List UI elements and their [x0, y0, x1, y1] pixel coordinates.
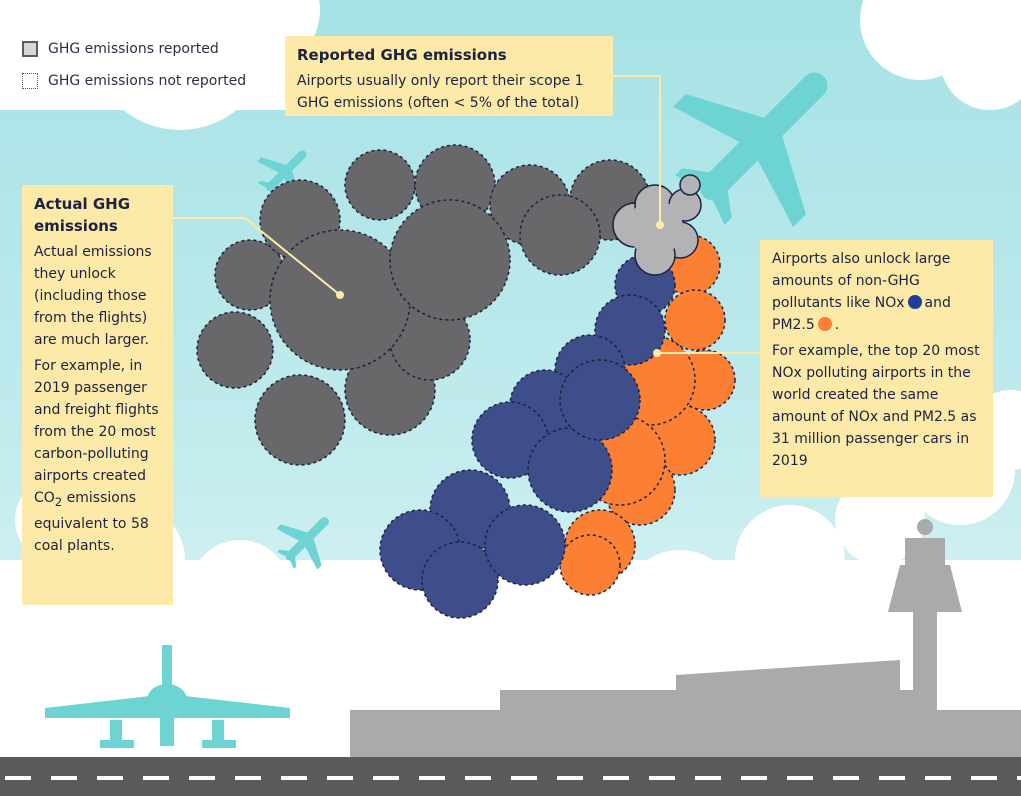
runway-dash: [557, 776, 583, 780]
runway-dash: [511, 776, 537, 780]
runway-dash: [879, 776, 905, 780]
legend-item-not-reported: GHG emissions not reported: [22, 65, 246, 97]
runway-dash: [971, 776, 997, 780]
runway-dash: [787, 776, 813, 780]
unreported-ghg-cloud: [196, 144, 651, 466]
runway-dash: [327, 776, 353, 780]
subscript: 2: [54, 494, 63, 509]
runway-dash: [833, 776, 859, 780]
callout-text: Airports also unlock large amounts of no…: [772, 248, 981, 336]
runway-dash: [5, 776, 31, 780]
runway-dash: [741, 776, 767, 780]
runway-markings: [5, 776, 1021, 780]
legend: GHG emissions reported GHG emissions not…: [22, 33, 246, 97]
runway-dash: [925, 776, 951, 780]
actual-emissions-callout: Actual GHG emissions Actual emissions th…: [22, 185, 173, 605]
nox-dot-icon: [907, 295, 922, 309]
connector-dots: [336, 221, 664, 357]
runway-dash: [465, 776, 491, 780]
legend-label: GHG emissions not reported: [48, 73, 247, 89]
text-part: For example, in 2019 passenger and freig…: [34, 358, 159, 506]
terminal-building: [350, 519, 1021, 760]
front-airplane-icon: [45, 645, 290, 748]
pm25-dot-icon: [817, 317, 832, 331]
control-tower: [913, 610, 937, 760]
runway-dash: [281, 776, 307, 780]
legend-label: GHG emissions reported: [48, 41, 219, 57]
runway-dash: [51, 776, 77, 780]
reported-emissions-callout: Reported GHG emissions Airports usually …: [285, 36, 613, 116]
airplane-icon: [45, 72, 828, 748]
runway-dash: [97, 776, 123, 780]
callout-title: Actual GHG emissions: [34, 195, 131, 235]
emission-clouds: [196, 144, 736, 619]
runway-dash: [235, 776, 261, 780]
runway-dash: [143, 776, 169, 780]
runway-dash: [649, 776, 675, 780]
callout-example-text: For example, the top 20 most NOx polluti…: [772, 343, 980, 469]
callout-text: Actual emissions they unlock (including …: [34, 244, 152, 348]
runway-dash: [419, 776, 445, 780]
not-reported-swatch-icon: [22, 73, 38, 89]
callout-title: Reported GHG emissions: [297, 46, 507, 64]
runway-dash: [373, 776, 399, 780]
runway-dash: [189, 776, 215, 780]
legend-item-reported: GHG emissions reported: [22, 33, 246, 65]
reported-swatch-icon: [22, 41, 38, 57]
text-part: and PM2.5: [772, 295, 951, 333]
text-part: Airports also unlock large amounts of no…: [772, 251, 951, 311]
runway-dash: [695, 776, 721, 780]
runway-dash: [1017, 776, 1021, 780]
runway-dash: [603, 776, 629, 780]
callout-text: Airports usually only report their scope…: [297, 73, 584, 111]
connector-lines: [172, 75, 760, 354]
text-part: emissions equivalent to 58 coal plants.: [34, 490, 149, 554]
callout-example-text: For example, in 2019 passenger and freig…: [34, 355, 161, 557]
text-part: .: [834, 317, 840, 333]
pollutants-callout: Airports also unlock large amounts of no…: [760, 240, 993, 497]
